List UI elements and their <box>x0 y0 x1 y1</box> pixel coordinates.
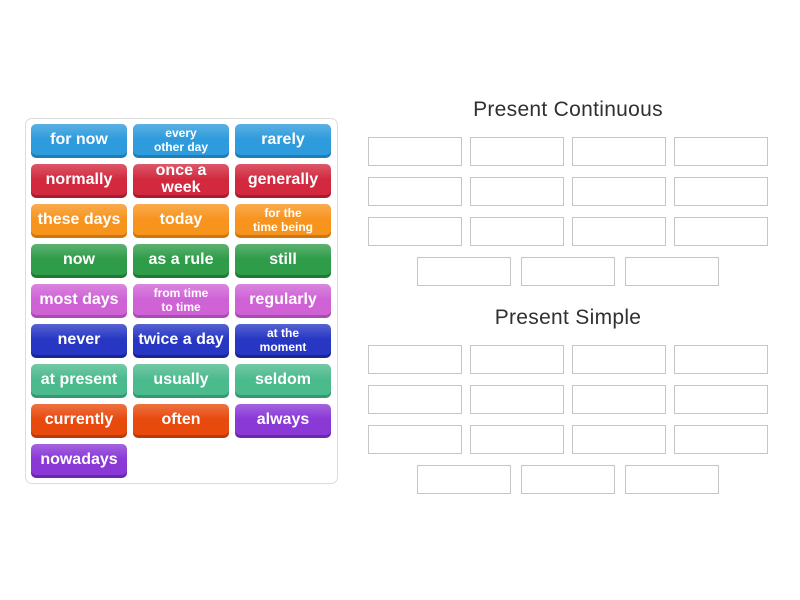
drop-slot[interactable] <box>674 137 768 166</box>
tile-for-now[interactable]: for now <box>31 124 127 158</box>
drop-slot[interactable] <box>625 465 719 494</box>
drop-slot[interactable] <box>572 385 666 414</box>
drop-slot[interactable] <box>470 217 564 246</box>
drop-slot[interactable] <box>572 177 666 206</box>
drop-slot[interactable] <box>674 385 768 414</box>
group-title-present-continuous: Present Continuous <box>473 98 663 121</box>
tile-label: regularly <box>249 290 317 308</box>
tile-regularly[interactable]: regularly <box>235 284 331 318</box>
tile-label: often <box>161 410 201 428</box>
tile-label: most days <box>39 290 119 308</box>
tile-from-time-to-time[interactable]: from time to time <box>133 284 229 318</box>
tile-label: still <box>269 250 297 268</box>
tile-label: today <box>159 210 203 228</box>
word-bank: for now every other day rarely normally once… <box>25 118 338 484</box>
drop-slot[interactable] <box>674 425 768 454</box>
drop-slot[interactable] <box>368 177 462 206</box>
tile-label: rarely <box>261 130 305 148</box>
slot-row <box>368 257 768 286</box>
tile-normally[interactable]: normally <box>31 164 127 198</box>
drop-slot[interactable] <box>368 137 462 166</box>
drop-slot[interactable] <box>470 177 564 206</box>
drop-slot[interactable] <box>470 345 564 374</box>
group-present-simple: Present Simple <box>368 302 768 494</box>
drop-slot[interactable] <box>521 257 615 286</box>
drop-slot[interactable] <box>368 217 462 246</box>
drop-slot[interactable] <box>417 465 511 494</box>
tile-label: always <box>256 410 310 428</box>
group-title-present-simple: Present Simple <box>494 306 642 329</box>
tile-every-other-day[interactable]: every other day <box>133 124 229 158</box>
slot-row <box>368 425 768 454</box>
tile-label: at the moment <box>259 325 307 354</box>
drop-slot[interactable] <box>572 217 666 246</box>
slot-row <box>368 217 768 246</box>
slot-row <box>368 385 768 414</box>
drop-slot[interactable] <box>368 385 462 414</box>
tile-label: normally <box>45 170 113 188</box>
drop-slot[interactable] <box>368 345 462 374</box>
tile-label: generally <box>247 170 319 188</box>
tile-label: as a rule <box>148 250 214 268</box>
drop-slot[interactable] <box>572 345 666 374</box>
slot-row <box>368 465 768 494</box>
tile-always[interactable]: always <box>235 404 331 438</box>
slot-row <box>368 137 768 166</box>
tile-label: from time to time <box>153 285 209 314</box>
drop-slot[interactable] <box>674 217 768 246</box>
tile-label: never <box>57 330 101 348</box>
tile-often[interactable]: often <box>133 404 229 438</box>
tile-usually[interactable]: usually <box>133 364 229 398</box>
tile-rarely[interactable]: rarely <box>235 124 331 158</box>
drop-slot[interactable] <box>521 465 615 494</box>
tile-label: currently <box>44 410 114 428</box>
drop-slot[interactable] <box>470 425 564 454</box>
drop-slot[interactable] <box>625 257 719 286</box>
tile-generally[interactable]: generally <box>235 164 331 198</box>
tile-seldom[interactable]: seldom <box>235 364 331 398</box>
tile-never[interactable]: never <box>31 324 127 358</box>
tile-nowadays[interactable]: nowadays <box>31 444 127 478</box>
tile-for-the-time-being[interactable]: for the time being <box>235 204 331 238</box>
tile-label: seldom <box>254 370 311 388</box>
tile-label: nowadays <box>40 450 118 468</box>
drop-slot[interactable] <box>417 257 511 286</box>
drop-slot[interactable] <box>674 177 768 206</box>
drop-slot[interactable] <box>368 425 462 454</box>
drop-slot[interactable] <box>572 137 666 166</box>
tile-label: at present <box>40 370 118 388</box>
tile-label: these days <box>37 210 121 228</box>
drop-slot[interactable] <box>470 137 564 166</box>
drop-slot[interactable] <box>572 425 666 454</box>
tile-label: usually <box>153 370 209 388</box>
slot-row <box>368 177 768 206</box>
tile-today[interactable]: today <box>133 204 229 238</box>
tile-at-present[interactable]: at present <box>31 364 127 398</box>
tile-label: every other day <box>153 125 208 154</box>
tile-most-days[interactable]: most days <box>31 284 127 318</box>
drop-slot[interactable] <box>674 345 768 374</box>
tile-at-the-moment[interactable]: at the moment <box>235 324 331 358</box>
tile-now[interactable]: now <box>31 244 127 278</box>
tile-these-days[interactable]: these days <box>31 204 127 238</box>
tile-twice-a-day[interactable]: twice a day <box>133 324 229 358</box>
tile-label: now <box>63 250 95 268</box>
tile-currently[interactable]: currently <box>31 404 127 438</box>
tile-label: once a week <box>155 162 207 196</box>
tile-label: twice a day <box>138 330 224 348</box>
slot-row <box>368 345 768 374</box>
group-present-continuous: Present Continuous <box>368 94 768 286</box>
tile-still[interactable]: still <box>235 244 331 278</box>
tile-as-a-rule[interactable]: as a rule <box>133 244 229 278</box>
tile-label: for the time being <box>252 205 313 234</box>
tile-label: for now <box>50 130 108 148</box>
drop-slot[interactable] <box>470 385 564 414</box>
tile-once-a-week[interactable]: once a week <box>133 162 229 198</box>
